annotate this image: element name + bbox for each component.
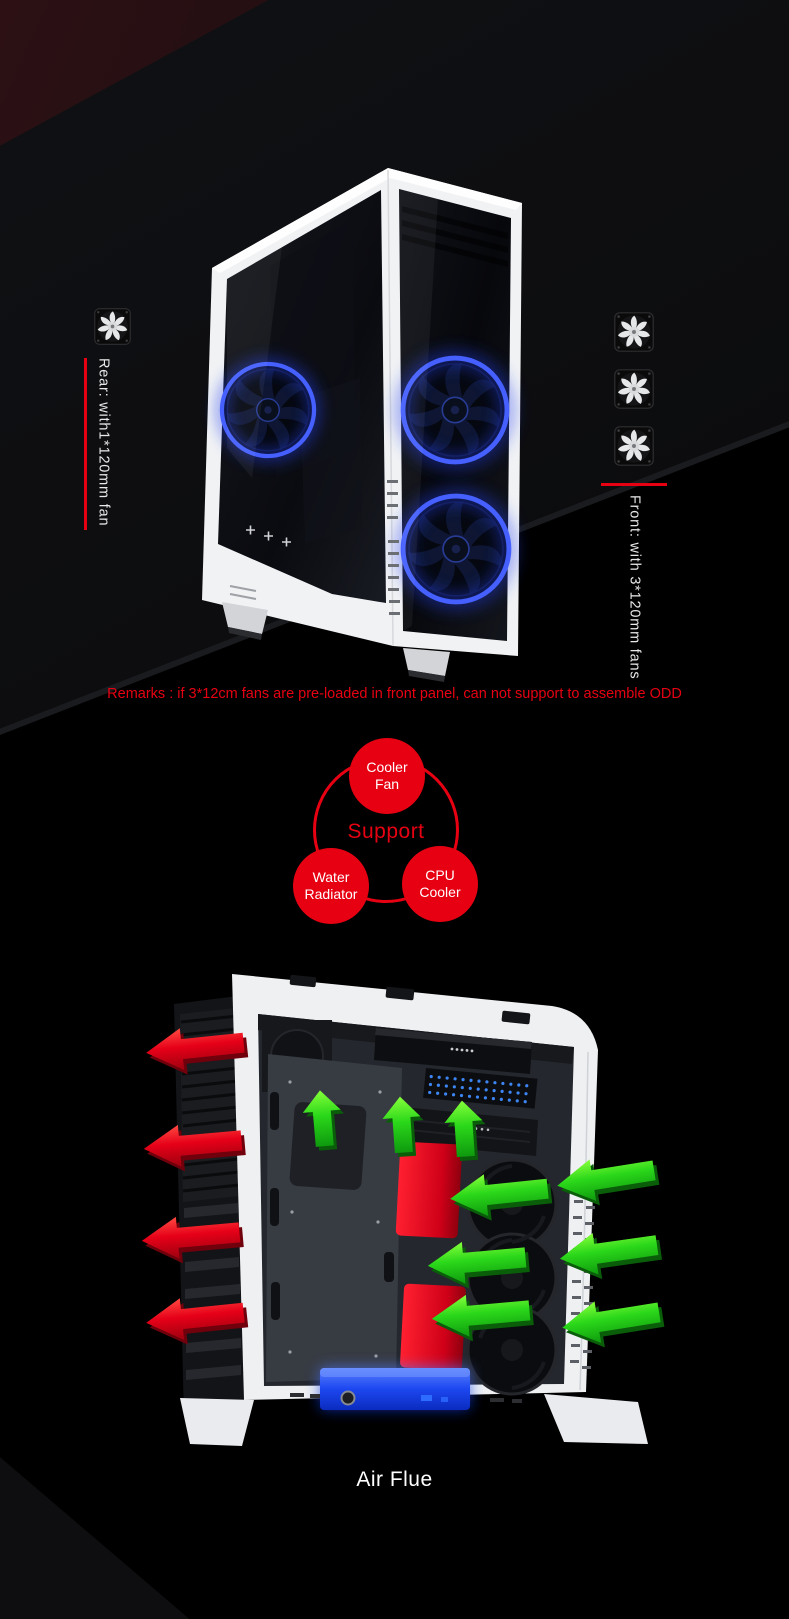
fan-icon [614,426,654,466]
fan-icon [614,369,654,409]
front-fan-label: Front: with 3*120mm fans [626,495,643,680]
rear-fan-annotation: Rear: with1*120mm fan [84,308,131,530]
front-panel-seam [579,1051,589,1391]
side-window-panel [218,190,386,603]
fan-icon [94,308,131,345]
front-top-vents [402,206,508,267]
pc-case-interior-airflow-illustration [140,974,667,1446]
led-dot-grille [423,1068,538,1109]
cable-grommets [270,1092,394,1320]
top-vent-slider [289,974,317,988]
front-edge-vents [387,480,400,615]
case-foot-right [544,1394,648,1444]
highlighted-components [395,1141,466,1371]
annotation-line [601,483,667,486]
rear-fan-label: Rear: with1*120mm fan [95,358,112,527]
psu-highlight [320,1368,470,1410]
fan-icon [614,312,654,352]
support-center-label: Support [347,820,425,843]
case-foot-left [180,1398,254,1446]
top-vent-slider [501,1010,531,1025]
support-node-cooler-fan: Cooler Fan [349,738,425,814]
support-node-water-radiator: Water Radiator [293,848,369,924]
front-fan-annotation: Front: with 3*120mm fans [600,312,668,679]
airflow-caption: Air Flue [356,1468,433,1491]
front-glass-panel [399,189,511,641]
side-vents [229,585,257,600]
top-vent-slider [385,986,415,1001]
support-node-label: Water Radiator [304,869,358,902]
remarks-text: Remarks : if 3*12cm fans are pre-loaded … [107,686,682,702]
front-led-fan-bottom [403,496,509,602]
support-node-label: CPU Cooler [419,867,461,900]
support-node-cpu-cooler: CPU Cooler [402,846,478,922]
motherboard-tray [266,1054,402,1382]
pc-case-exterior-illustration [202,168,522,682]
led-control-buttons [246,525,291,547]
optical-drive-bay [374,1028,532,1074]
support-node-label: Cooler Fan [366,759,408,792]
annotation-line [84,358,87,530]
bottom-trim [290,1390,522,1406]
support-diagram: Cooler Fan Water Radiator CPU Cooler Sup… [0,738,789,938]
